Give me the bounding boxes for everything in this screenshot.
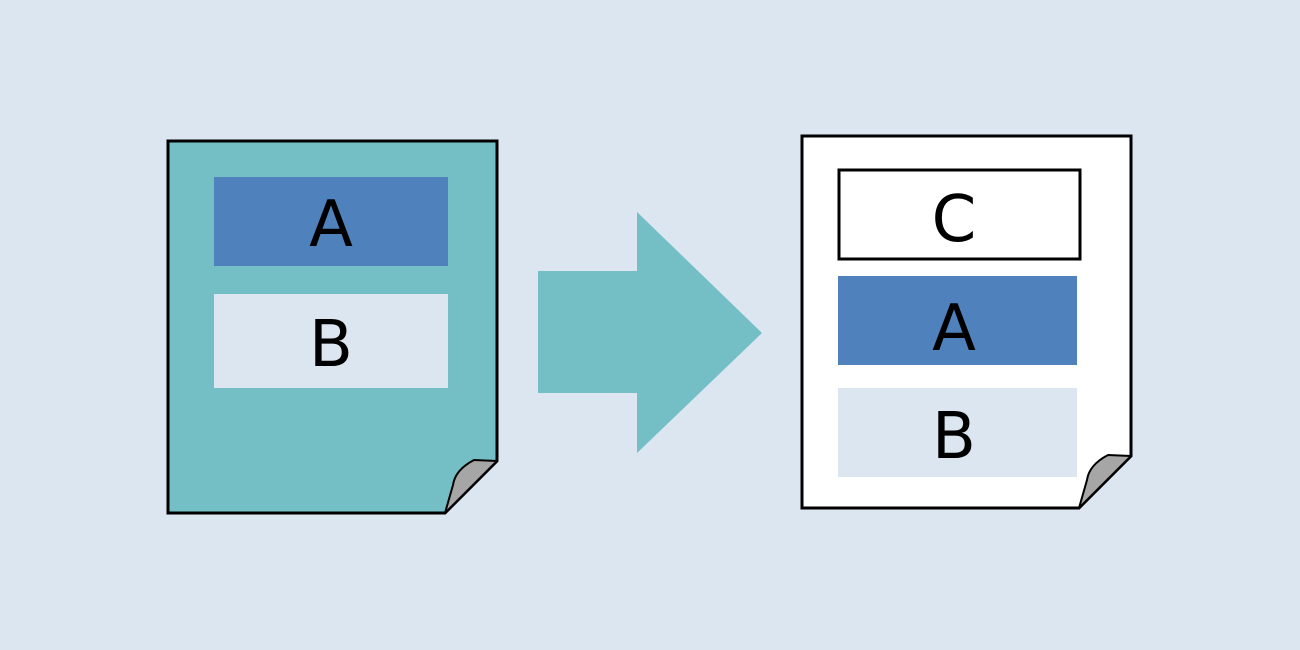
right-arrow-icon: [538, 212, 762, 453]
result-block-a: [838, 276, 1077, 365]
source-block-a: [214, 177, 448, 266]
source-document-fold-icon: [444, 459, 498, 514]
source-block-b-label: B: [309, 308, 353, 382]
result-block-b: [838, 388, 1077, 477]
result-document-fold-icon: [1078, 454, 1132, 509]
result-block-c-label: C: [932, 183, 977, 257]
result-document: C A B: [800, 134, 1133, 510]
source-block-b: [214, 294, 448, 388]
result-block-c: [837, 168, 1082, 261]
result-block-b-label: B: [932, 400, 976, 474]
result-block-a-label: A: [932, 292, 976, 366]
source-document: A B: [166, 139, 499, 515]
source-block-a-label: A: [309, 188, 353, 262]
